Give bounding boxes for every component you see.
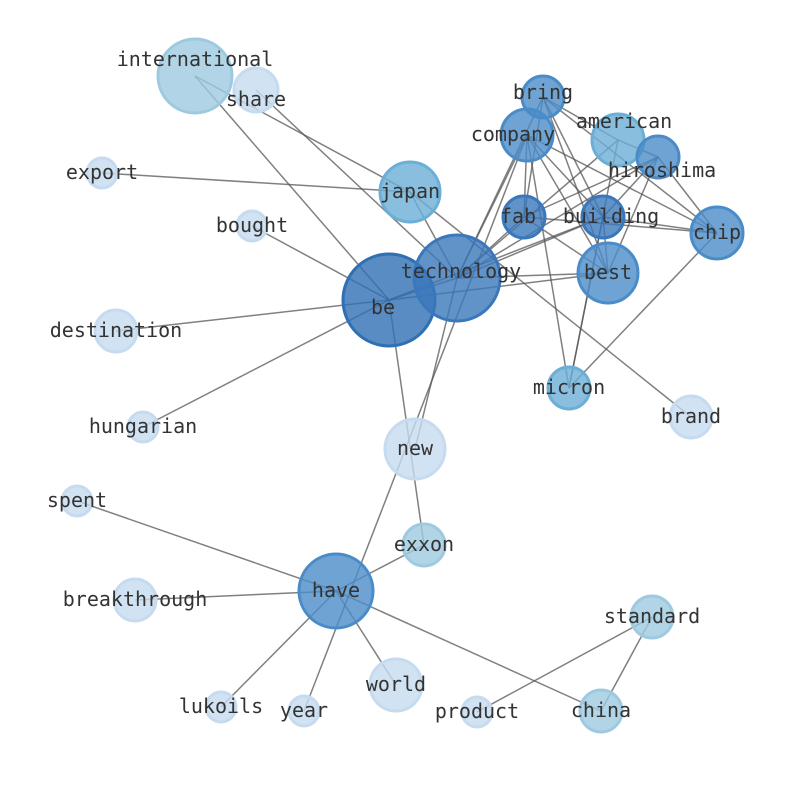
edge-international-be (194, 75, 390, 301)
edge-have-china (335, 590, 602, 712)
edge-japan-brand (409, 191, 692, 418)
node-bring (520, 74, 566, 120)
node-label-lukoils: lukoils (179, 694, 263, 718)
node-label-chip: chip (693, 220, 741, 244)
node-lukoils (204, 690, 238, 724)
node-product (460, 695, 494, 729)
edge-export-japan (101, 172, 411, 193)
node-label-technology: technology (401, 259, 521, 283)
node-label-japan: japan (380, 179, 440, 203)
node-label-destination: destination (50, 318, 182, 342)
node-breakthrough (112, 577, 158, 623)
edge-company-chip (526, 134, 718, 234)
node-hungarian (126, 410, 160, 444)
node-destination (93, 308, 139, 354)
node-label-american: american (576, 109, 672, 133)
node-label-exxon: exxon (394, 532, 454, 556)
node-china (578, 688, 624, 734)
node-label-year: year (280, 698, 328, 722)
node-new (383, 417, 447, 481)
edge-bring-chip (542, 96, 718, 234)
node-share (232, 66, 280, 114)
node-label-export: export (66, 160, 138, 184)
node-label-international: international (117, 47, 274, 71)
edge-micron-company (526, 134, 570, 389)
node-bought (235, 209, 269, 243)
node-building (580, 194, 626, 240)
node-standard (629, 594, 675, 640)
node-label-breakthrough: breakthrough (63, 587, 208, 611)
node-label-product: product (435, 699, 519, 723)
node-label-building: building (563, 204, 659, 228)
node-label-bought: bought (216, 213, 288, 237)
node-fab (501, 194, 547, 240)
node-label-bring: bring (513, 80, 573, 104)
edge-hiroshima-fab (523, 156, 659, 218)
edge-have-spent (76, 500, 337, 592)
edge-product-standard (476, 616, 653, 713)
node-world (368, 657, 424, 713)
edge-share-technology (255, 89, 458, 279)
node-best (576, 241, 640, 305)
node-technology (412, 233, 502, 323)
node-label-new: new (397, 436, 434, 460)
nodes-layer (60, 37, 745, 734)
node-micron (546, 365, 592, 411)
node-label-micron: micron (533, 375, 605, 399)
labels-layer: international share export japan bought betec… (47, 47, 741, 723)
node-export (85, 156, 119, 190)
node-label-be: be (371, 295, 395, 319)
edge-micron-chip (568, 232, 718, 389)
node-chip (689, 205, 745, 261)
node-japan (378, 160, 442, 224)
node-year (287, 694, 321, 728)
node-have (297, 552, 375, 630)
node-label-share: share (226, 87, 286, 111)
node-label-hiroshima: hiroshima (608, 158, 716, 182)
node-label-standard: standard (604, 604, 700, 628)
node-hiroshima (635, 134, 681, 180)
node-label-china: china (571, 698, 631, 722)
node-label-hungarian: hungarian (89, 414, 197, 438)
node-label-company: company (471, 122, 555, 146)
node-label-have: have (312, 578, 360, 602)
node-label-world: world (366, 672, 426, 696)
node-label-brand: brand (661, 404, 721, 428)
node-international (156, 37, 234, 115)
node-exxon (401, 522, 447, 568)
node-label-fab: fab (500, 204, 536, 228)
node-spent (60, 484, 94, 518)
node-brand (668, 394, 714, 440)
node-label-spent: spent (47, 488, 107, 512)
node-label-best: best (584, 260, 632, 284)
